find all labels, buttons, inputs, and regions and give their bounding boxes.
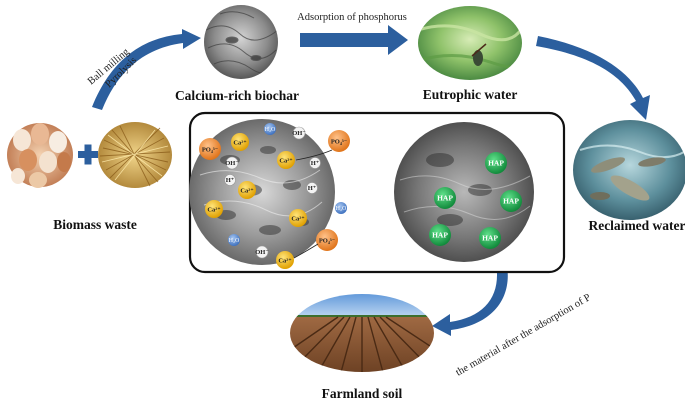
hap-label: HAP (437, 194, 453, 203)
hap-label: HAP (432, 231, 448, 240)
hap-particle: HAP (429, 224, 451, 246)
calcium-label: Ca²⁺ (279, 158, 292, 165)
hap-particle: HAP (485, 152, 507, 174)
calcium-ion: Ca²⁺ (277, 151, 295, 169)
hap-particle: HAP (479, 227, 501, 249)
hap-label: HAP (503, 197, 519, 206)
hydroxide-label: OH⁻ (255, 249, 269, 256)
reclaimed-water-label: Reclaimed water (588, 218, 685, 233)
hydroxide-ion: OH⁻ (292, 126, 306, 140)
hydroxide-ion: OH⁻ (225, 156, 239, 170)
calcium-ion: Ca²⁺ (238, 181, 256, 199)
biochar-sem-image (204, 5, 278, 79)
arrow-biomass-to-biochar (92, 29, 201, 110)
reaction-arrows (293, 149, 333, 259)
phosphate-label: PO₄³⁻ (202, 147, 218, 154)
eutrophic-water-label: Eutrophic water (423, 87, 518, 102)
hydrogen-ion: H⁺ (224, 174, 236, 186)
calcium-label: Ca²⁺ (233, 140, 246, 147)
hydroxide-label: OH⁻ (225, 160, 239, 167)
water-label: H₂O (265, 127, 276, 133)
hydroxide-ion: OH⁻ (255, 245, 269, 259)
phosphate-label: PO₄³⁻ (319, 238, 335, 245)
calcium-biochar-label: Calcium-rich biochar (175, 88, 299, 103)
hydrogen-label: H⁺ (311, 160, 320, 167)
straw-image (98, 122, 172, 188)
eutrophic-water-image (418, 6, 522, 80)
hap-particle: HAP (434, 187, 456, 209)
hydrogen-ion: H⁺ (306, 182, 318, 194)
arrow-to-farmland (432, 250, 508, 336)
hydroxide-label: OH⁻ (292, 130, 306, 137)
farmland-soil-image (290, 294, 434, 372)
calcium-ion: Ca²⁺ (205, 200, 223, 218)
calcium-label: Ca²⁺ (291, 216, 304, 223)
phosphate-ion: PO₄³⁻ (316, 229, 338, 251)
calcium-ion: Ca²⁺ (276, 251, 294, 269)
calcium-ion: Ca²⁺ (289, 209, 307, 227)
arrow-eutrophic-to-reclaimed (536, 36, 650, 120)
hydrogen-label: H⁺ (308, 185, 317, 192)
water-molecule: H₂O (228, 234, 240, 246)
plus-icon (78, 144, 98, 165)
hap-label: HAP (482, 234, 498, 243)
reclaimed-water-image (573, 120, 685, 220)
hydrogen-label: H⁺ (226, 177, 235, 184)
water-label: H₂O (336, 206, 347, 212)
calcium-label: Ca²⁺ (278, 258, 291, 265)
hap-label: HAP (488, 159, 504, 168)
water-label: H₂O (229, 238, 240, 244)
adsorption-label: Adsorption of phosphorus (297, 12, 407, 23)
hap-particle: HAP (500, 190, 522, 212)
phosphate-ion: PO₄³⁻ (328, 130, 350, 152)
water-molecule: H₂O (335, 202, 347, 214)
arrow-adsorption (300, 25, 408, 55)
phosphate-label: PO₄³⁻ (331, 139, 347, 146)
eggshell-image (7, 123, 73, 188)
calcium-label: Ca²⁺ (240, 188, 253, 195)
hydrogen-ion: H⁺ (309, 157, 321, 169)
water-molecule: H₂O (264, 123, 276, 135)
calcium-label: Ca²⁺ (207, 207, 220, 214)
farmland-soil-label: Farmland soil (322, 386, 403, 401)
material-after-label: the material after the adsorption of P (454, 292, 593, 379)
phosphate-ion: PO₄³⁻ (199, 138, 221, 160)
biomass-waste-label: Biomass waste (53, 217, 137, 232)
calcium-ion: Ca²⁺ (231, 133, 249, 151)
